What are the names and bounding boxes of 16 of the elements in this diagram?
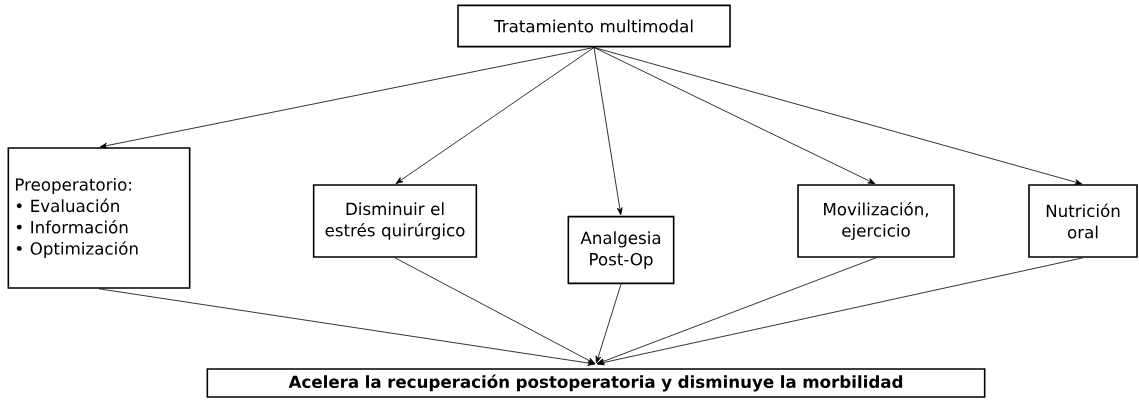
- arrow: [596, 257, 1084, 366]
- arrow: [595, 283, 622, 364]
- process-box: Disminuir el estrés quirúrgico: [312, 184, 478, 258]
- arrow: [98, 288, 596, 366]
- process-box: Tratamiento multimodal: [457, 4, 731, 48]
- arrow: [394, 257, 596, 365]
- arrow: [395, 47, 595, 184]
- process-box: Analgesia Post-Op: [567, 215, 675, 285]
- process-box: Nutrición oral: [1028, 184, 1138, 258]
- arrow: [99, 47, 595, 149]
- process-box: Preoperatorio: • Evaluación • Información • Optimización: [7, 147, 191, 289]
- arrow: [596, 257, 877, 365]
- arrow: [593, 47, 1083, 185]
- arrow: [593, 47, 623, 216]
- process-box: Movilización, ejercicio: [797, 184, 955, 258]
- result-box: Acelera la recuperación postoperatoria y disminuye la morbilidad: [206, 368, 986, 398]
